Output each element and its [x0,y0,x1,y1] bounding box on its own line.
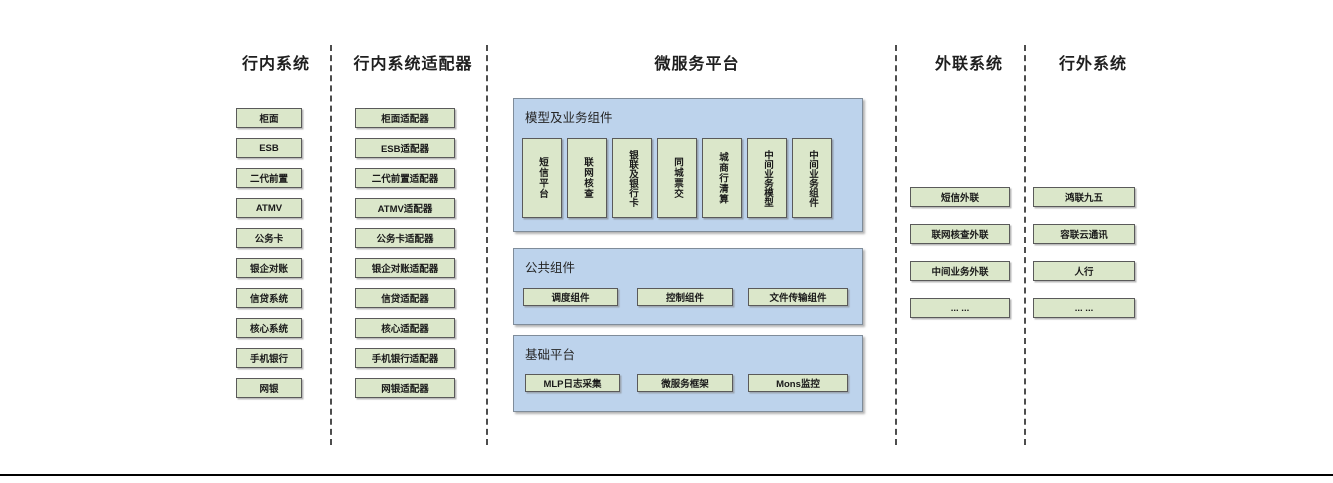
external-system-box: 短信外联 [910,187,1010,207]
adapter-box: 网银适配器 [355,378,455,398]
external-system-box: ... ... [910,298,1010,318]
header-internal-systems: 行内系统 [241,56,310,73]
bottom-rule [0,474,1333,476]
internal-system-box: ESB [236,138,302,158]
adapter-box: 二代前置适配器 [355,168,455,188]
adapter-box: ATMV适配器 [355,198,455,218]
adapter-box: 信贷适配器 [355,288,455,308]
internal-system-box: 核心系统 [236,318,302,338]
header-microservice-platform: 微服务平台 [654,56,740,73]
internal-system-box: 二代前置 [236,168,302,188]
internal-system-box: 手机银行 [236,348,302,368]
common-component-box: 文件传输组件 [748,288,848,306]
internal-system-box: ATMV [236,198,302,218]
external-system-box: 联网核查外联 [910,224,1010,244]
adapter-box: 手机银行适配器 [355,348,455,368]
model-component-box: 同城票交 [657,138,697,218]
outside-system-box: ... ... [1033,298,1135,318]
panel-base-platform [513,335,863,412]
base-platform-box: Mons监控 [748,374,848,392]
outside-system-box: 人行 [1033,261,1135,281]
divider-3 [895,45,897,445]
adapter-box: 柜面适配器 [355,108,455,128]
internal-system-box: 公务卡 [236,228,302,248]
base-platform-box: 微服务框架 [637,374,733,392]
model-component-box: 中间业务模型 [747,138,787,218]
internal-system-box: 银企对账 [236,258,302,278]
adapter-box: 公务卡适配器 [355,228,455,248]
divider-1 [330,45,332,445]
adapter-box: 核心适配器 [355,318,455,338]
external-system-box: 中间业务外联 [910,261,1010,281]
model-component-box: 短信平台 [522,138,562,218]
header-internal-adapters: 行内系统适配器 [353,56,473,73]
outside-system-box: 鸿联九五 [1033,187,1135,207]
base-platform-box: MLP日志采集 [525,374,620,392]
internal-system-box: 网银 [236,378,302,398]
adapter-box: ESB适配器 [355,138,455,158]
model-component-box: 联网核查 [567,138,607,218]
panel-title: 基础平台 [525,348,576,362]
common-component-box: 控制组件 [637,288,733,306]
divider-2 [486,45,488,445]
common-component-box: 调度组件 [523,288,618,306]
header-outside-systems: 行外系统 [1058,56,1127,73]
model-component-box: 银联及银行卡 [612,138,652,218]
model-component-box: 中间业务组件 [792,138,832,218]
panel-title: 公共组件 [525,261,576,275]
panel-common-components [513,248,863,325]
internal-system-box: 柜面 [236,108,302,128]
header-external-link-systems: 外联系统 [934,56,1003,73]
adapter-box: 银企对账适配器 [355,258,455,278]
divider-4 [1024,45,1026,445]
model-component-box: 城商行清算 [702,138,742,218]
outside-system-box: 容联云通讯 [1033,224,1135,244]
panel-title: 模型及业务组件 [525,111,613,125]
internal-system-box: 信贷系统 [236,288,302,308]
